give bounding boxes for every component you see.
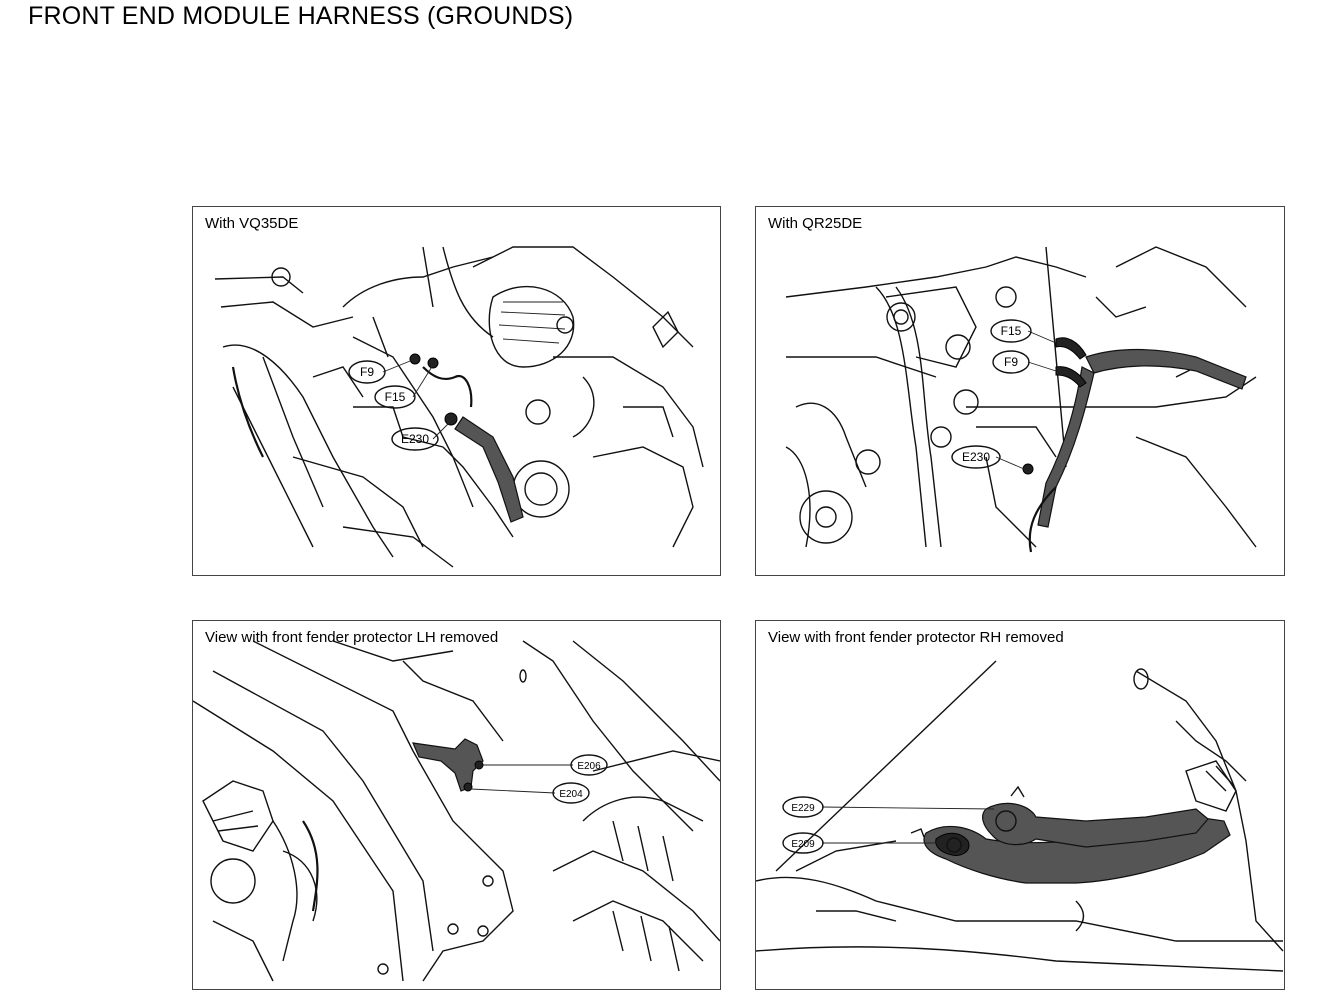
connector-e229-label: E229 [791,803,815,814]
panel-caption: With VQ35DE [205,215,299,232]
fender-rh-illustration: E229 E209 [756,660,1284,972]
connector-e204-label: E204 [559,789,583,800]
panel-caption: With QR25DE [768,215,863,232]
connector-f15-label: F15 [1001,324,1022,338]
fender-lh-illustration: E206 E204 [193,640,720,982]
connector-e206-label: E206 [577,761,601,772]
connector-e230-label: E230 [401,432,429,446]
connector-f9-label: F9 [360,365,374,379]
panel-lh-fender: View with front fender protector LH remo… [192,620,721,990]
page-title: FRONT END MODULE HARNESS (GROUNDS) [28,2,574,30]
panel-vq35de: With VQ35DE [192,206,721,576]
connector-f9-label: F9 [1004,355,1018,369]
panel-qr25de: With QR25DE [755,206,1285,576]
panel-caption: View with front fender protector LH remo… [205,629,499,646]
panel-caption: View with front fender protector RH remo… [768,629,1064,646]
connector-e209-label: E209 [791,839,815,850]
panel-rh-fender: View with front fender protector RH remo… [755,620,1285,990]
connector-f15-label: F15 [385,390,406,404]
connector-e230-label: E230 [962,450,990,464]
engine-bay-illustration-vq35de: F9 F15 E230 [214,246,704,568]
engine-bay-illustration-qr25de: F15 F9 E230 [785,246,1257,553]
